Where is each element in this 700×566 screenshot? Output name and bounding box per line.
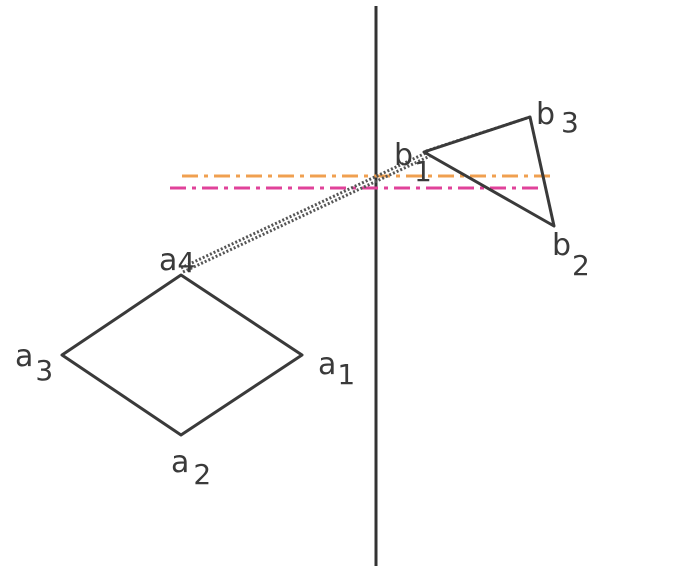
rhombus-a bbox=[60, 273, 304, 437]
triangle-b bbox=[422, 115, 556, 228]
label-a4: a4 bbox=[159, 243, 195, 279]
label-a3: a3 bbox=[15, 339, 53, 387]
dotted-connector-a4-b1-2 bbox=[182, 154, 431, 274]
label-b1: b1 bbox=[394, 138, 432, 188]
dotted-connector-a4-b1 bbox=[180, 150, 429, 270]
label-b2: b2 bbox=[552, 228, 590, 282]
label-a1: a1 bbox=[318, 347, 355, 391]
